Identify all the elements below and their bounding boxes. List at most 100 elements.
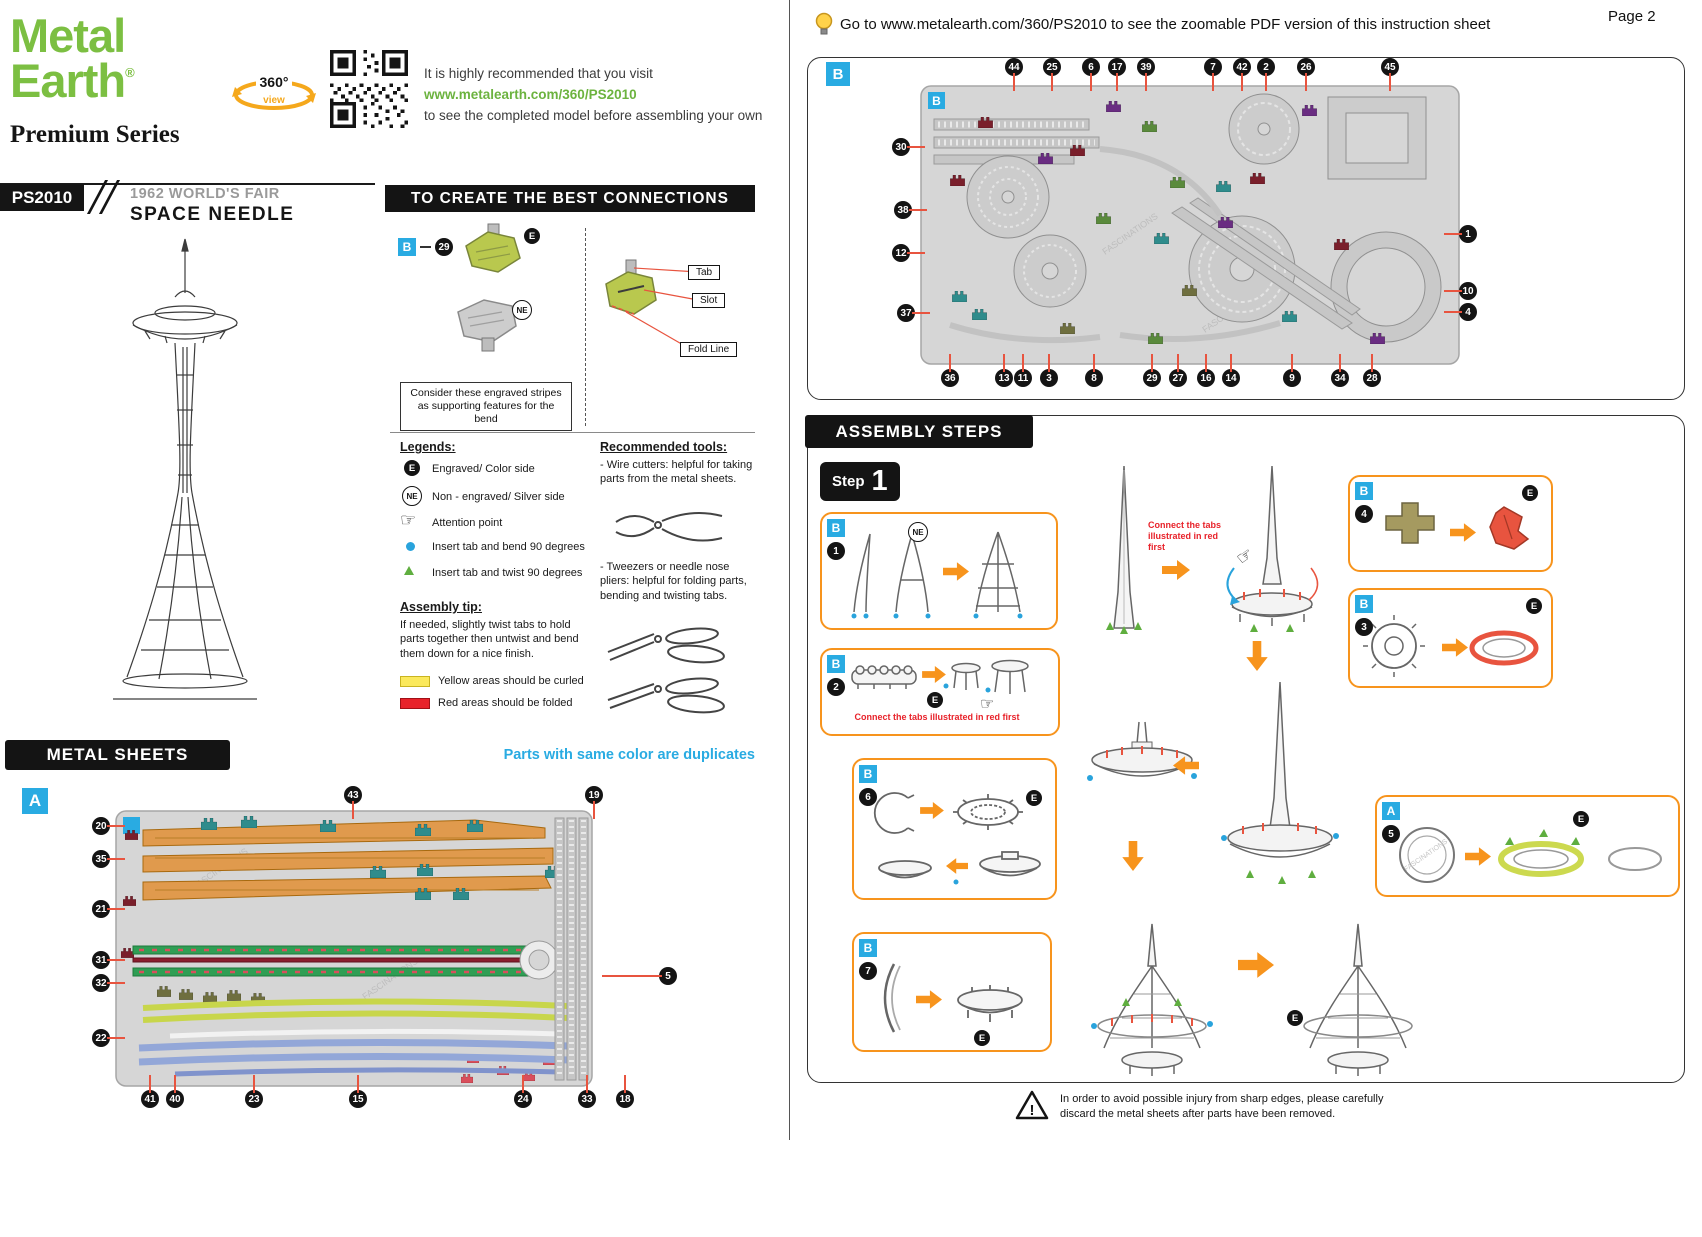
stripes-note-box: Consider these engraved stripes as suppo…: [400, 382, 572, 432]
part-callout-12: 12: [892, 244, 925, 262]
part-callout-1: 1: [1444, 225, 1477, 243]
part-callout-43: 43: [344, 786, 362, 819]
ne-badge: NE: [908, 522, 928, 542]
part-callout-29: 29: [435, 238, 453, 256]
step-part-4: 4: [1355, 505, 1373, 523]
space-needle-illustration: [113, 238, 257, 700]
sheet-ref-badge-b: B: [1355, 595, 1373, 613]
part-callout-3: 3: [1040, 354, 1058, 387]
part-callout-14: 14: [1222, 354, 1240, 387]
red-swatch: [400, 698, 430, 709]
part-callout-5: 5: [602, 967, 677, 985]
assembly-steps-header: ASSEMBLY STEPS: [805, 415, 1033, 448]
svg-text:B: B: [932, 94, 941, 108]
arrow-right-icon: [916, 990, 942, 1009]
legend-bend-text: Insert tab and bend 90 degrees: [432, 541, 585, 553]
arrow-right-icon: [920, 802, 944, 819]
legend-tools-rule: [390, 432, 755, 433]
spire-part-illustration: [1106, 465, 1142, 634]
step-number: 1: [871, 465, 888, 497]
logo-line1: Metal: [10, 9, 126, 62]
svg-text:view: view: [263, 95, 285, 106]
metal-sheets-header: METAL SHEETS: [5, 740, 230, 770]
step3-ring-diagram: [1363, 615, 1539, 677]
page-divider: [789, 0, 790, 1140]
svg-text:360°: 360°: [260, 74, 289, 90]
intro-recommendation: It is highly recommended that you visit …: [424, 64, 762, 127]
arrow-right-icon: [1238, 952, 1274, 978]
part-callout-38: 38: [894, 201, 927, 219]
slot-label: Slot: [692, 293, 726, 308]
part-callout-17: 17: [1108, 58, 1126, 91]
lightbulb-icon: [815, 12, 833, 35]
step-part-2: 2: [827, 678, 845, 696]
part-callout-32: 32: [92, 974, 125, 992]
arrow-left-icon: [946, 858, 968, 874]
engraved-badge: E: [1522, 485, 1538, 501]
tab-slot-foldline-diagram: [605, 259, 699, 351]
part-callout-39: 39: [1137, 58, 1155, 91]
part-callout-34: 34: [1331, 354, 1349, 387]
arrow-right-icon: [1442, 638, 1468, 657]
360-view-badge: 360° view: [232, 74, 316, 110]
legend-e-icon: E: [404, 460, 420, 476]
sheet-ref-badge-b: B: [827, 519, 845, 537]
attention-hand-icon: ☞: [400, 510, 417, 530]
sheet-ref-badge-b: B: [859, 765, 877, 783]
zoomable-pdf-note: Go to www.metalearth.com/360/PS2010 to s…: [840, 16, 1491, 33]
sheet-a-big-badge: A: [22, 788, 48, 814]
engraved-badge: E: [1526, 598, 1542, 614]
red-areas-note: Red areas should be folded: [438, 697, 573, 709]
fold-line-label: Fold Line: [680, 342, 738, 357]
part-callout-4: 4: [1444, 303, 1477, 321]
attention-hand-icon: ☞: [980, 696, 995, 713]
part-callout-27: 27: [1169, 354, 1187, 387]
part-callout-45: 45: [1381, 58, 1399, 91]
engraved-badge: E: [927, 692, 943, 708]
sheet-ref-badge-a: A: [1382, 802, 1400, 820]
part-callout-37: 37: [897, 304, 930, 322]
tools-title: Recommended tools:: [600, 440, 728, 454]
step-part-6: 6: [859, 788, 877, 806]
step4-cross-diagram: [1385, 502, 1530, 550]
arrow-down-icon: [1122, 841, 1144, 871]
svg-text:!: !: [1030, 1102, 1035, 1119]
part-callout-9: 9: [1283, 354, 1301, 387]
legend-ne-text: Non - engraved/ Silver side: [432, 491, 565, 503]
twist-triangle-icon: [404, 566, 414, 575]
part-callout-36: 36: [941, 354, 959, 387]
part-callout-21: 21: [92, 900, 125, 918]
arrow-left-icon: [1173, 756, 1199, 775]
metalearth-360-link[interactable]: www.metalearth.com/360/PS2010: [424, 86, 637, 102]
part-callout-20: 20: [92, 817, 125, 835]
arrow-right-icon: [1162, 560, 1190, 580]
assembly-tip-title: Assembly tip:: [400, 600, 482, 614]
part-callout-2: 2: [1257, 58, 1275, 91]
connect-tabs-note: Connect the tabs illustrated in red firs…: [854, 712, 1020, 722]
part-callout-25: 25: [1043, 58, 1061, 91]
connections-divider: [585, 228, 586, 426]
duplicates-note: Parts with same color are duplicates: [503, 747, 755, 763]
arrow-right-icon: [943, 562, 969, 581]
sheet-b-big-badge: B: [826, 62, 850, 86]
assembly-tip-text: If needed, slightly twist tabs to hold p…: [400, 619, 579, 660]
part-callout-22: 22: [92, 1029, 125, 1047]
title-rule: [0, 183, 375, 185]
legend-twist-text: Insert tab and twist 90 degrees: [432, 567, 583, 579]
dash-connector: [420, 246, 431, 248]
legend-attention-text: Attention point: [432, 517, 503, 529]
yellow-swatch: [400, 676, 430, 687]
intro-line2: to see the completed model before assemb…: [424, 107, 763, 123]
fair-subtitle: 1962 WORLD'S FAIR: [130, 186, 280, 202]
engraved-badge: E: [1026, 790, 1042, 806]
pliers-icon: [607, 627, 725, 714]
connect-tabs-note: Connect the tabs illustrated in red firs…: [1148, 520, 1222, 552]
page-number: Page 2: [1608, 8, 1656, 25]
yellow-areas-note: Yellow areas should be curled: [438, 675, 584, 687]
part-callout-41: 41: [141, 1075, 159, 1108]
part-callout-18: 18: [616, 1075, 634, 1108]
sku-box: PS2010: [0, 184, 84, 211]
step-part-3: 3: [1355, 618, 1373, 636]
step-1-label: Step 1: [820, 462, 900, 501]
